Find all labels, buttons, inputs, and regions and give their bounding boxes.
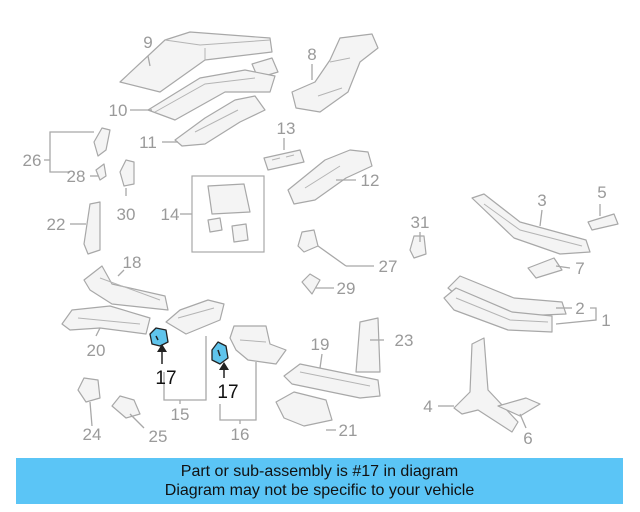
part-4 (453, 337, 519, 433)
part-11-duct (174, 95, 266, 147)
callout-12: 12 (361, 171, 380, 190)
part-30 (119, 159, 135, 187)
part-1 (443, 287, 553, 333)
callout-11: 11 (139, 133, 157, 152)
part-29 (301, 273, 321, 295)
callout-3: 3 (537, 191, 546, 210)
part-12 (287, 149, 373, 205)
banner-line-1: Part or sub-assembly is #17 in diagram (180, 463, 459, 480)
callout-2: 2 (575, 299, 584, 318)
part-28 (95, 163, 107, 181)
part-5 (587, 213, 619, 231)
callout-30: 30 (117, 205, 136, 224)
callout-28: 28 (67, 167, 86, 186)
callout-24: 24 (83, 425, 102, 444)
callout-22: 22 (47, 215, 66, 234)
callout-21: 21 (339, 421, 358, 440)
part-7 (527, 257, 563, 279)
info-banner: Part or sub-assembly is #17 in diagram D… (16, 458, 623, 504)
part-17-highlight-a[interactable] (149, 327, 169, 364)
leader-lines (44, 55, 601, 431)
callout-17-a: 17 (155, 368, 176, 389)
callout-25: 25 (149, 427, 168, 446)
callout-31: 31 (411, 213, 430, 232)
callout-14: 14 (161, 205, 180, 224)
part-14-group (191, 175, 265, 253)
part-3 (471, 193, 591, 255)
parts-diagram: 9 8 10 11 13 26 28 12 14 30 22 31 27 29 … (23, 31, 619, 448)
callout-18: 18 (123, 253, 142, 272)
callout-19: 19 (311, 335, 330, 354)
callout-23: 23 (395, 331, 414, 350)
part-23 (355, 317, 381, 373)
callout-4: 4 (423, 397, 432, 416)
callout-20: 20 (87, 341, 106, 360)
callout-26: 26 (23, 151, 42, 170)
part-15-duct (165, 299, 225, 335)
part-16 (229, 325, 287, 365)
part-24 (77, 377, 101, 403)
part-10-duct (147, 69, 276, 121)
part-26 (93, 127, 111, 157)
banner-line-2: Diagram may not be specific to your vehi… (164, 482, 475, 499)
part-19 (283, 363, 381, 399)
callout-numbers: 9 8 10 11 13 26 28 12 14 30 22 31 27 29 … (23, 33, 611, 448)
part-17-highlight-b[interactable] (211, 341, 229, 378)
callout-7: 7 (575, 259, 584, 278)
callout-16: 16 (231, 425, 250, 444)
callout-17-b: 17 (217, 382, 238, 403)
callout-10: 10 (109, 101, 128, 120)
part-18 (83, 265, 169, 311)
callout-5: 5 (597, 183, 606, 202)
callout-29: 29 (337, 279, 356, 298)
callout-8: 8 (307, 45, 316, 64)
callout-1: 1 (601, 311, 610, 330)
part-6 (497, 397, 541, 417)
part-27 (297, 229, 319, 253)
callout-9: 9 (143, 33, 152, 52)
callout-6: 6 (523, 429, 532, 448)
part-22 (83, 201, 101, 255)
part-31 (409, 235, 427, 259)
callout-27: 27 (379, 257, 398, 276)
part-13 (263, 149, 305, 171)
callout-13: 13 (277, 119, 296, 138)
part-21 (275, 391, 333, 427)
part-25 (111, 395, 141, 419)
part-8 (291, 33, 379, 113)
callout-15: 15 (171, 405, 190, 424)
part-20 (61, 305, 151, 335)
